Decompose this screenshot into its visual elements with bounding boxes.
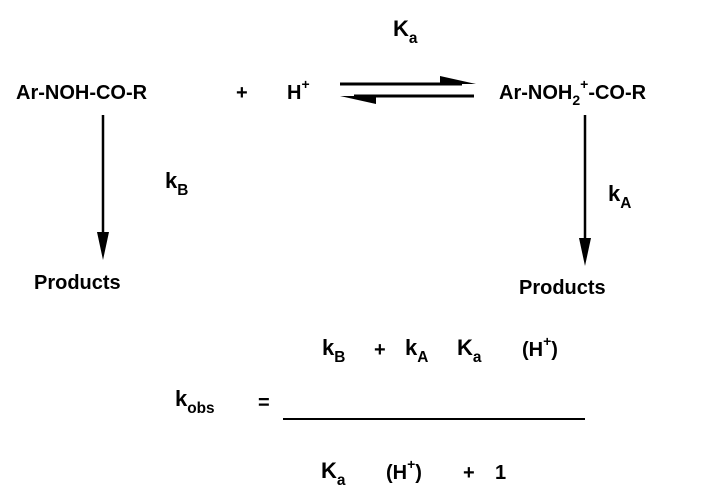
proton-label: H+ (287, 75, 310, 104)
forward-equilibrium-arrow (340, 76, 476, 86)
left-reaction-arrow (97, 115, 109, 260)
numerator-proton-concentration: (H+) (522, 332, 558, 361)
equilibrium-constant-Ka: Ka (393, 16, 418, 47)
right-products-label: Products (519, 277, 606, 299)
reactant-label: Ar-NOH-CO-R (16, 82, 148, 104)
denominator-proton-concentration: (H+) (386, 455, 422, 484)
left-products-label: Products (34, 272, 121, 294)
protonated-species-label: Ar-NOH2+-CO-R (499, 75, 647, 109)
denominator-plus: + (463, 462, 475, 484)
reverse-equilibrium-arrow (340, 94, 474, 104)
numerator-kB: kB (322, 335, 346, 366)
numerator-plus: + (374, 339, 386, 361)
numerator-kA: kA (405, 335, 429, 366)
equals-sign: = (258, 392, 270, 414)
plus-sign: + (236, 82, 248, 104)
denominator-one: 1 (495, 462, 507, 484)
right-reaction-arrow (579, 115, 591, 266)
fraction-bar (283, 418, 585, 420)
rate-constant-kB: kB (165, 168, 189, 199)
denominator-Ka: Ka (321, 458, 346, 489)
k-observed-label: kobs (175, 386, 215, 417)
rate-constant-kA: kA (608, 181, 632, 212)
numerator-Ka: Ka (457, 335, 482, 366)
